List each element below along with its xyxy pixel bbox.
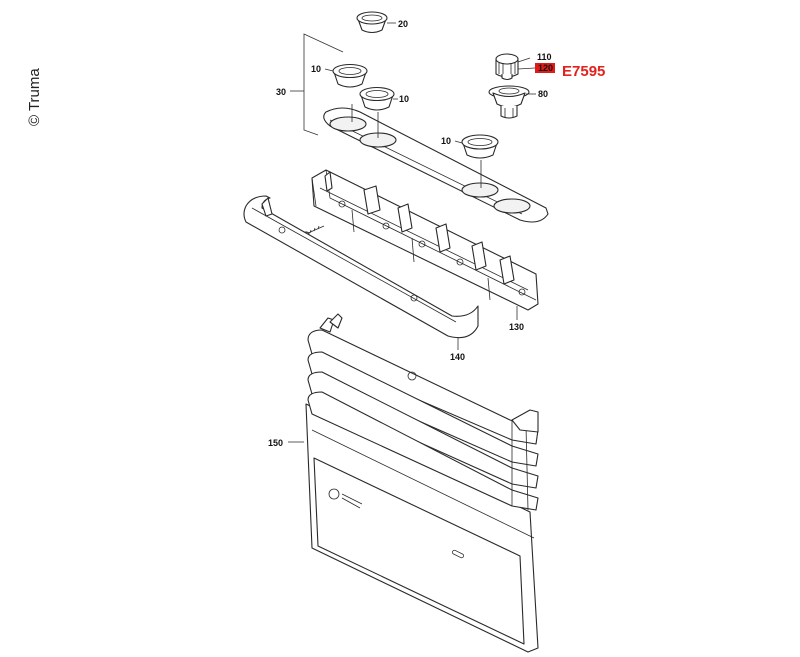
label-130: 130 (509, 322, 524, 332)
leader-10c (454, 140, 463, 144)
cap-part-10-middle (359, 86, 395, 111)
label-10-c: 10 (441, 136, 451, 146)
leader-120 (517, 67, 536, 70)
label-150: 150 (268, 438, 283, 448)
article-code: E7595 (562, 63, 605, 80)
label-10-a: 10 (311, 64, 321, 74)
bushing-part-80 (488, 85, 530, 119)
front-trim-part-140 (243, 195, 479, 339)
cap-part-20 (356, 11, 388, 34)
highlight-part-120: 120 (535, 63, 555, 73)
cap-part-10-right (461, 134, 499, 159)
label-120: 120 (538, 63, 553, 73)
label-140: 140 (450, 352, 465, 362)
cap-part-10-left (332, 63, 368, 88)
label-10-b: 10 (399, 94, 409, 104)
label-20: 20 (398, 19, 408, 29)
leader-10a (324, 68, 334, 72)
housing-part-130 (311, 169, 539, 311)
front-panel-part-150 (305, 313, 539, 653)
label-30: 30 (276, 87, 286, 97)
label-80: 80 (538, 89, 548, 99)
label-110: 110 (537, 52, 552, 62)
top-cover-plate (323, 104, 549, 223)
leader-110 (517, 57, 531, 63)
control-knob-110 (495, 53, 519, 81)
group-bracket-30 (290, 33, 344, 136)
